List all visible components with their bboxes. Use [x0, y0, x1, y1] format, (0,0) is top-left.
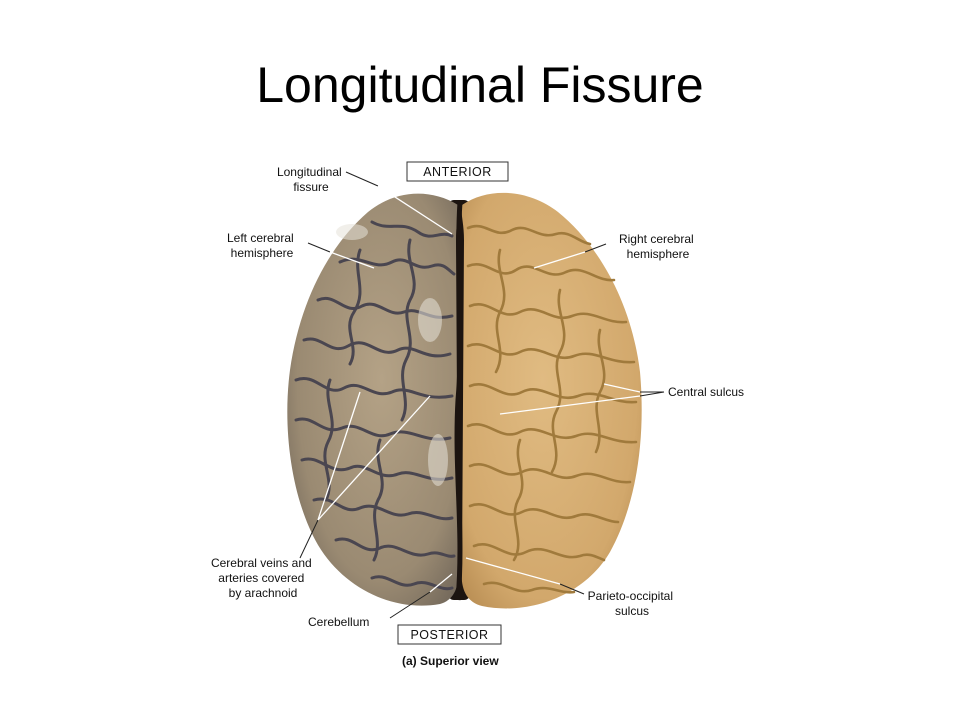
- longitudinal-fissure-label: Longitudinal fissure: [277, 165, 345, 194]
- right-gyri: [466, 224, 638, 594]
- left-hemisphere-label: Left cerebral hemisphere: [227, 231, 297, 260]
- central-sulcus-label: Central sulcus: [668, 385, 744, 399]
- leader-vessels: [299, 519, 319, 559]
- leader-left-hemisphere: [307, 242, 331, 253]
- leader-vessels-inner-b: [317, 395, 431, 521]
- leader-central-sulcus-inner-a: [603, 383, 641, 393]
- anterior-label: ANTERIOR: [423, 165, 492, 179]
- leader-longitudinal-fissure-inner: [377, 185, 453, 235]
- right-cerebral-hemisphere: [461, 192, 642, 609]
- vessels-label: Cerebral veins and arteries covered by a…: [211, 556, 315, 600]
- longitudinal-fissure-line: [454, 201, 463, 601]
- leader-vessels-inner-a: [317, 391, 361, 521]
- leader-longitudinal-fissure: [345, 171, 379, 187]
- leader-left-hemisphere-inner: [329, 251, 375, 269]
- anterior-box: [406, 161, 509, 182]
- parieto-occipital-label: Parieto-occipital sulcus: [588, 589, 677, 618]
- leader-right-hemisphere: [584, 243, 607, 253]
- arachnoid-highlights: [336, 224, 448, 486]
- left-cerebral-hemisphere: [287, 193, 459, 606]
- leader-cerebellum: [389, 591, 431, 619]
- right-hemisphere-label: Right cerebral hemisphere: [619, 232, 697, 261]
- leader-parieto-occipital-inner: [465, 557, 561, 585]
- slide-title: Longitudinal Fissure: [256, 57, 704, 113]
- cerebellum-label: Cerebellum: [308, 615, 369, 629]
- leader-cerebellum-inner: [429, 573, 453, 593]
- left-gyri: [294, 220, 456, 591]
- posterior-label: POSTERIOR: [410, 628, 488, 642]
- posterior-box: [397, 624, 502, 645]
- leader-right-hemisphere-inner: [533, 251, 586, 269]
- leader-parieto-occipital: [559, 583, 585, 595]
- leader-central-sulcus-inner-b: [499, 395, 641, 415]
- view-caption: (a) Superior view: [402, 654, 499, 668]
- leader-central-sulcus-b: [639, 391, 665, 397]
